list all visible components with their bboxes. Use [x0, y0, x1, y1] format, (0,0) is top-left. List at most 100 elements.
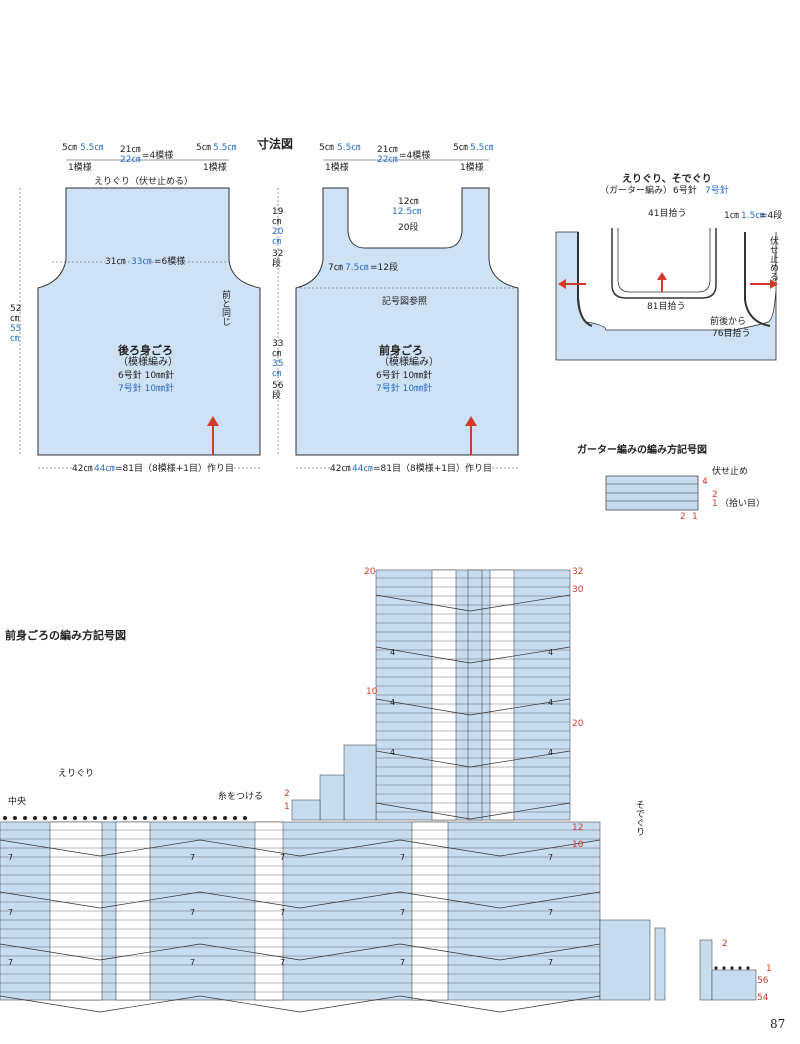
back-chest-c: =6模様 [154, 257, 186, 267]
bind-off-mark [73, 816, 77, 820]
chart-line [499, 839, 601, 857]
front-body-shape [295, 187, 519, 456]
chart-line [0, 943, 101, 961]
front-chart-center-label: 中央 [8, 797, 27, 807]
back-chest-b: 33㎝ [131, 257, 152, 267]
bind-off-mark [3, 816, 7, 820]
edging-width-b: 1.5㎝ [741, 211, 765, 221]
bind-off-mark [63, 816, 67, 820]
chart-cable-label: 7 [8, 958, 13, 967]
edging-pick81: 81目拾う [647, 302, 686, 312]
back-shoulder-left-a: 5㎝ [62, 143, 77, 153]
front-body-b: ㎝ [272, 349, 282, 359]
front-arm-b: ㎝ [272, 217, 282, 227]
chart-cable-label: 7 [400, 853, 405, 862]
bind-off-mark [243, 816, 247, 820]
chart-block [319, 774, 345, 821]
bind-off-mark [23, 816, 27, 820]
chart-line [469, 594, 571, 612]
back-hem-a: 42㎝ [72, 464, 93, 474]
chart-line [375, 646, 471, 664]
back-shoulder-right-c: 1模様 [203, 163, 227, 173]
chart-block [599, 919, 651, 1001]
bind-off-mark [163, 816, 167, 820]
back-needle2: 7号針 10㎜針 [118, 384, 175, 394]
back-same-as-front: 前と同じ [220, 290, 230, 326]
edging-pick76-a: 前後から [710, 317, 747, 327]
chart-line [299, 943, 401, 961]
back-chest-a: 31㎝ [105, 257, 126, 267]
chart-line [199, 839, 301, 857]
chart-line [399, 943, 501, 961]
chart-row-32: 32 [572, 567, 584, 577]
chart-line [399, 839, 501, 857]
bind-off-mark [173, 816, 177, 820]
chart-line [499, 891, 601, 909]
bind-off-mark [33, 816, 37, 820]
chart-line [199, 943, 301, 961]
chart-block [291, 799, 321, 821]
bind-off-mark [143, 816, 147, 820]
back-hem-c: =81目（8模様+1目）作り目 [115, 464, 234, 474]
back-neck-a: 21㎝ [120, 145, 141, 155]
front-arm-a: 19 [272, 207, 284, 217]
edging-bind: 伏せ止める [768, 236, 778, 281]
bind-off-mark [83, 816, 87, 820]
chart-row-12: 12 [572, 823, 584, 833]
back-shoulder-left-c: 1模様 [68, 163, 92, 173]
chart-cable-label: 4 [390, 648, 395, 657]
front-chart-arm-label: そでぐり [634, 800, 644, 836]
garter-row-2: 2 [712, 490, 718, 500]
chart-left-row-10: 10 [366, 687, 378, 697]
bind-off-mark [153, 816, 157, 820]
garter-row-4: 4 [702, 477, 708, 487]
back-needle1: 6号針 10㎜針 [118, 371, 175, 381]
back-shoulder-right-a: 5㎝ [196, 143, 211, 153]
bind-off-mark [43, 816, 47, 820]
front-hem-b: 44㎝ [352, 464, 373, 474]
front-body-a: 33 [272, 339, 284, 349]
chart-line [0, 839, 101, 857]
front-body-c: 35 [272, 359, 284, 369]
back-height-d: ㎝ [10, 334, 20, 344]
chart-line [469, 750, 571, 768]
garter-pick: （拾い目） [720, 499, 766, 509]
chart-cable-label: 4 [548, 748, 553, 757]
back-hem-b: 44㎝ [94, 464, 115, 474]
back-neck-note: えりぐり（伏せ止める） [94, 177, 194, 187]
edging-width-c: =4段 [760, 211, 783, 221]
front-armhole-a: 7㎝ [328, 263, 343, 273]
chart-line [299, 995, 401, 1013]
bind-off-mark [213, 816, 217, 820]
chart-cable-label: 7 [280, 958, 285, 967]
chart-cable-label: 4 [390, 698, 395, 707]
front-arm-c: 20 [272, 227, 284, 237]
edging-sub-c: 7号針 [705, 186, 729, 196]
chart-line [499, 943, 601, 961]
chart-cable-label: 7 [548, 908, 553, 917]
front-neck-b: 22㎝ [377, 155, 398, 165]
chart-left-row-20: 20 [364, 567, 376, 577]
bind-off-mark [13, 816, 17, 820]
chart-cable-label: 7 [548, 958, 553, 967]
front-neck-c: =4模様 [399, 151, 431, 161]
chart-left-row-2: 2 [284, 789, 290, 799]
front-body-d: ㎝ [272, 369, 282, 379]
chart-line [199, 995, 301, 1013]
front-needle2: 7号針 10㎜針 [376, 384, 433, 394]
front-chart-neck-label: えりぐり [58, 769, 95, 779]
front-arm-e: 32 [272, 249, 284, 259]
back-height-a: 52 [10, 304, 22, 314]
bind-off-mark [714, 966, 718, 970]
chart-cable-label: 7 [8, 908, 13, 917]
front-shoulder-left-c: 1模様 [325, 163, 349, 173]
chart-line [99, 891, 201, 909]
garter-row-1: 1 [712, 499, 718, 509]
bind-off-mark [223, 816, 227, 820]
garter-bind: 伏せ止め [712, 467, 749, 477]
chart-line [469, 802, 571, 820]
front-armhole-b: 7.5㎝ [345, 263, 369, 273]
front-shoulder-right-a: 5㎝ [453, 143, 468, 153]
chart-line [469, 698, 571, 716]
